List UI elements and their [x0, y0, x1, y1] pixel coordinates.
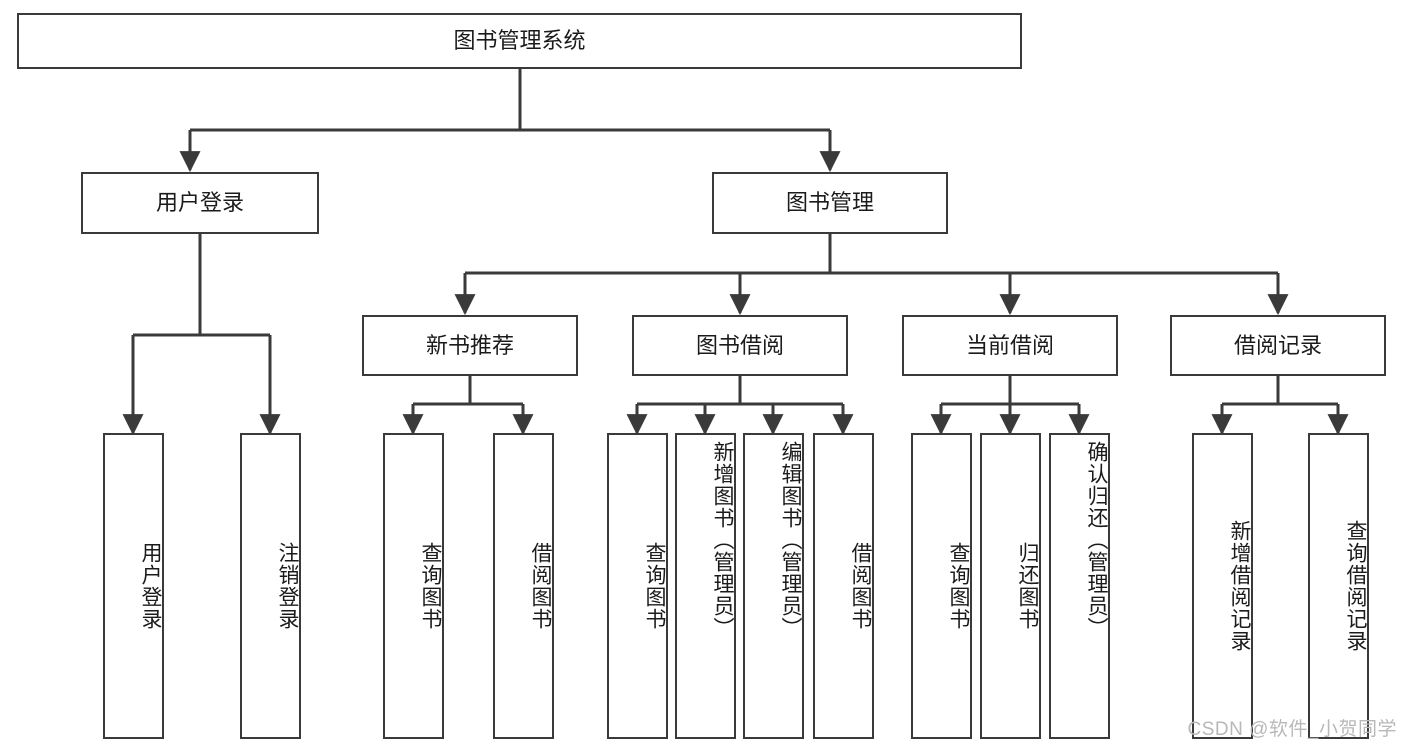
- node-leaf-add-record[interactable]: 新增借阅记录: [1192, 433, 1253, 739]
- node-new-book-recommend-label: 新书推荐: [425, 332, 514, 358]
- node-leaf-logout[interactable]: 注销登录: [240, 433, 301, 739]
- node-leaf-edit-book[interactable]: 编辑图书（管理员）: [743, 433, 804, 739]
- node-root-label: 图书管理系统: [453, 28, 586, 54]
- node-leaf-borrow-book-1[interactable]: 借阅图书: [493, 433, 554, 739]
- node-leaf-confirm-return-label: 确认归还（管理员）: [1085, 441, 1108, 639]
- node-book-borrow[interactable]: 图书借阅: [632, 315, 848, 376]
- node-new-book-recommend[interactable]: 新书推荐: [362, 315, 578, 376]
- node-leaf-query-book-1[interactable]: 查询图书: [383, 433, 444, 739]
- node-borrow-record-label: 借阅记录: [1233, 332, 1322, 358]
- node-leaf-return-book[interactable]: 归还图书: [980, 433, 1041, 739]
- node-leaf-logout-label: 注销登录: [276, 542, 299, 630]
- node-user-login-label: 用户登录: [155, 190, 244, 216]
- csdn-watermark: CSDN @软件_小贺同学: [1187, 719, 1397, 740]
- node-current-borrow-label: 当前借阅: [965, 332, 1054, 358]
- node-book-borrow-label: 图书借阅: [695, 332, 784, 358]
- node-leaf-query-book-2-label: 查询图书: [643, 542, 666, 630]
- node-user-login[interactable]: 用户登录: [81, 172, 319, 234]
- node-leaf-query-book-2[interactable]: 查询图书: [607, 433, 668, 739]
- node-leaf-return-book-label: 归还图书: [1016, 542, 1039, 630]
- node-current-borrow[interactable]: 当前借阅: [902, 315, 1118, 376]
- node-leaf-user-login[interactable]: 用户登录: [103, 433, 164, 739]
- node-leaf-add-book-label: 新增图书（管理员）: [711, 441, 734, 639]
- node-borrow-record[interactable]: 借阅记录: [1170, 315, 1386, 376]
- node-leaf-query-book-3[interactable]: 查询图书: [911, 433, 972, 739]
- node-leaf-add-book[interactable]: 新增图书（管理员）: [675, 433, 736, 739]
- node-book-management[interactable]: 图书管理: [712, 172, 948, 234]
- node-leaf-add-record-label: 新增借阅记录: [1228, 520, 1251, 652]
- node-leaf-borrow-book-2[interactable]: 借阅图书: [813, 433, 874, 739]
- node-leaf-confirm-return[interactable]: 确认归还（管理员）: [1049, 433, 1110, 739]
- node-leaf-user-login-label: 用户登录: [139, 542, 162, 630]
- node-leaf-borrow-book-1-label: 借阅图书: [529, 542, 552, 630]
- node-leaf-query-record-label: 查询借阅记录: [1344, 520, 1367, 652]
- node-root-system[interactable]: 图书管理系统: [17, 13, 1022, 69]
- node-leaf-borrow-book-2-label: 借阅图书: [849, 542, 872, 630]
- node-leaf-edit-book-label: 编辑图书（管理员）: [779, 441, 802, 639]
- node-leaf-query-book-3-label: 查询图书: [947, 542, 970, 630]
- node-book-management-label: 图书管理: [785, 190, 874, 216]
- node-leaf-query-book-1-label: 查询图书: [419, 542, 442, 630]
- node-leaf-query-record[interactable]: 查询借阅记录: [1308, 433, 1369, 739]
